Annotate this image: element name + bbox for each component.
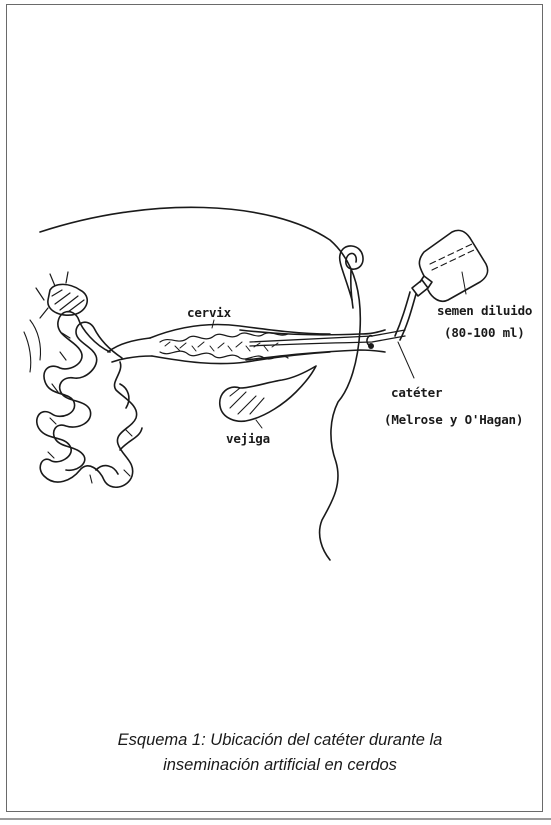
semen-bottle-icon bbox=[412, 230, 488, 301]
label-brand: (Melrose y O'Hagan) bbox=[384, 412, 523, 427]
body-outline bbox=[40, 207, 360, 560]
figure-caption: Esquema 1: Ubicación del catéter durante… bbox=[40, 728, 520, 778]
label-volume: (80-100 ml) bbox=[444, 325, 525, 340]
label-vejiga: vejiga bbox=[226, 431, 270, 446]
catheter-tube bbox=[395, 292, 416, 340]
caption-line-2: inseminación artificial en cerdos bbox=[40, 753, 520, 778]
uterine-horn bbox=[37, 312, 142, 488]
bladder bbox=[220, 366, 316, 421]
leader-cateter bbox=[398, 342, 414, 378]
leader-vejiga bbox=[256, 420, 262, 428]
ovary bbox=[24, 272, 87, 372]
caption-line-1: Esquema 1: Ubicación del catéter durante… bbox=[40, 728, 520, 753]
label-cervix: cervix bbox=[187, 305, 231, 320]
bottom-rule bbox=[0, 818, 551, 820]
vagina-catheter bbox=[240, 330, 405, 360]
label-semen: semen diluido bbox=[437, 303, 532, 318]
label-cateter: catéter bbox=[391, 385, 442, 400]
